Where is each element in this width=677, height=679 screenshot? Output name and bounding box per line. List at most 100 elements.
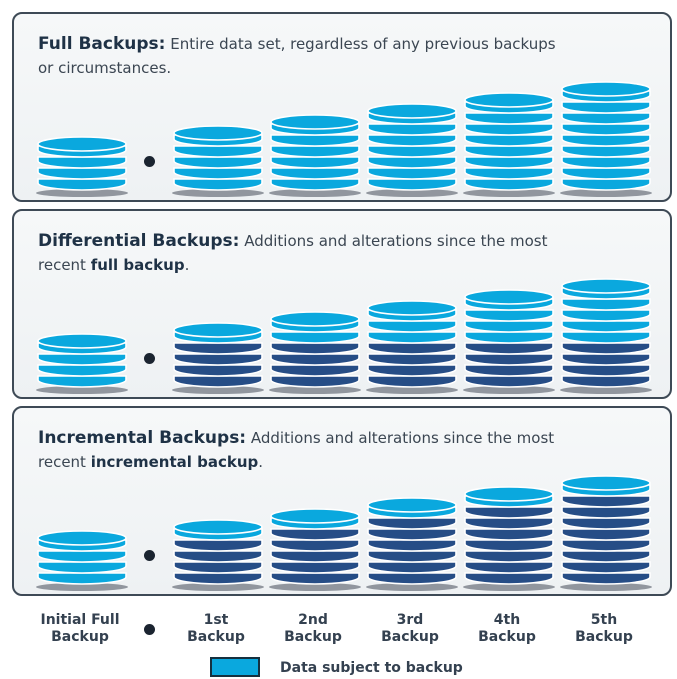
disk-unchanged <box>173 539 263 552</box>
panel-text: Entire data set, regardless of any previ… <box>38 35 556 77</box>
disk-unchanged <box>270 364 360 377</box>
disk-unchanged <box>173 353 263 366</box>
disk-backed-up <box>561 298 651 311</box>
separator-dot <box>144 353 155 364</box>
disk-unchanged <box>367 550 457 563</box>
disk-unchanged <box>561 375 651 388</box>
panel-text: Additions and alterations since the most… <box>38 429 555 471</box>
separator-dot <box>144 550 155 561</box>
disk-unchanged <box>173 375 263 388</box>
disk-stack <box>172 322 264 394</box>
stack-shadow <box>560 386 652 394</box>
disk-backed-up <box>561 320 651 333</box>
disk-stack <box>366 103 458 197</box>
disk-unchanged <box>561 539 651 552</box>
stack-top <box>367 300 457 316</box>
disk-unchanged <box>367 364 457 377</box>
disk-backed-up <box>37 375 127 388</box>
disk-unchanged <box>367 528 457 541</box>
panel-description: Differential Backups: Additions and alte… <box>38 229 558 277</box>
disk-unchanged <box>561 572 651 585</box>
disk-backed-up <box>464 156 554 169</box>
disk-unchanged <box>464 506 554 519</box>
disk-backed-up <box>561 123 651 136</box>
disk-unchanged <box>561 364 651 377</box>
disk-unchanged <box>561 550 651 563</box>
stack-shadow <box>269 583 361 591</box>
disk-unchanged <box>270 572 360 585</box>
disk-unchanged <box>173 561 263 574</box>
disk-backed-up <box>561 112 651 125</box>
disk-unchanged <box>464 375 554 388</box>
panel-text: Additions and alterations since the most… <box>38 232 548 274</box>
column-label-initial: Initial Full Backup <box>40 612 120 645</box>
disk-stack <box>560 278 652 394</box>
disk-backed-up <box>561 134 651 147</box>
column-label-2nd: 2nd Backup <box>284 612 342 645</box>
disk-unchanged <box>464 561 554 574</box>
stack-top <box>561 475 651 491</box>
disk-unchanged <box>270 539 360 552</box>
stack-shadow <box>269 386 361 394</box>
disk-unchanged <box>270 550 360 563</box>
disk-unchanged <box>464 364 554 377</box>
disk-unchanged <box>270 375 360 388</box>
stack-shadow <box>463 189 555 197</box>
legend-swatch <box>210 657 260 677</box>
disk-backed-up <box>561 156 651 169</box>
stack-top <box>270 114 360 130</box>
disk-backed-up <box>367 167 457 180</box>
disk-unchanged <box>561 528 651 541</box>
disk-backed-up <box>464 167 554 180</box>
column-label-4th: 4th Backup <box>478 612 536 645</box>
disk-stack <box>269 114 361 197</box>
disk-unchanged <box>464 528 554 541</box>
stack-shadow <box>366 386 458 394</box>
incremental-backups-panel: Incremental Backups: Additions and alter… <box>12 406 672 596</box>
stack-shadow <box>36 386 128 394</box>
disk-unchanged <box>561 353 651 366</box>
stack-top <box>173 519 263 535</box>
disk-backed-up <box>367 123 457 136</box>
disk-unchanged <box>173 572 263 585</box>
disk-unchanged <box>367 353 457 366</box>
disk-backed-up <box>37 364 127 377</box>
disk-unchanged <box>464 353 554 366</box>
disk-unchanged <box>561 342 651 355</box>
disk-stack <box>366 300 458 394</box>
disk-unchanged <box>464 342 554 355</box>
disk-backed-up <box>561 101 651 114</box>
disk-backed-up <box>270 178 360 191</box>
full-backups-panel: Full Backups: Entire data set, regardles… <box>12 12 672 202</box>
disk-backed-up <box>464 320 554 333</box>
disk-unchanged <box>561 495 651 508</box>
stack-shadow <box>463 386 555 394</box>
disk-unchanged <box>561 561 651 574</box>
disk-backed-up <box>37 353 127 366</box>
disk-backed-up <box>367 156 457 169</box>
separator-dot <box>144 156 155 167</box>
disk-unchanged <box>464 517 554 530</box>
stack-shadow <box>172 386 264 394</box>
disk-backed-up <box>464 145 554 158</box>
panel-text-bold: full backup <box>90 256 185 274</box>
disk-stack <box>36 333 128 394</box>
disk-backed-up <box>464 309 554 322</box>
stack-top <box>367 103 457 119</box>
disk-backed-up <box>270 156 360 169</box>
panel-description: Incremental Backups: Additions and alter… <box>38 426 558 474</box>
stack-top <box>173 125 263 141</box>
disk-stack <box>172 519 264 591</box>
panel-text-end: . <box>184 256 190 274</box>
panel-title: Full Backups: <box>38 34 166 54</box>
disk-stack <box>463 289 555 394</box>
disk-unchanged <box>270 342 360 355</box>
disk-backed-up <box>464 134 554 147</box>
stack-shadow <box>172 189 264 197</box>
disk-backed-up <box>561 145 651 158</box>
column-label-5th: 5th Backup <box>575 612 633 645</box>
disk-unchanged <box>464 550 554 563</box>
disk-backed-up <box>561 167 651 180</box>
stack-shadow <box>560 583 652 591</box>
disk-stack <box>36 136 128 197</box>
